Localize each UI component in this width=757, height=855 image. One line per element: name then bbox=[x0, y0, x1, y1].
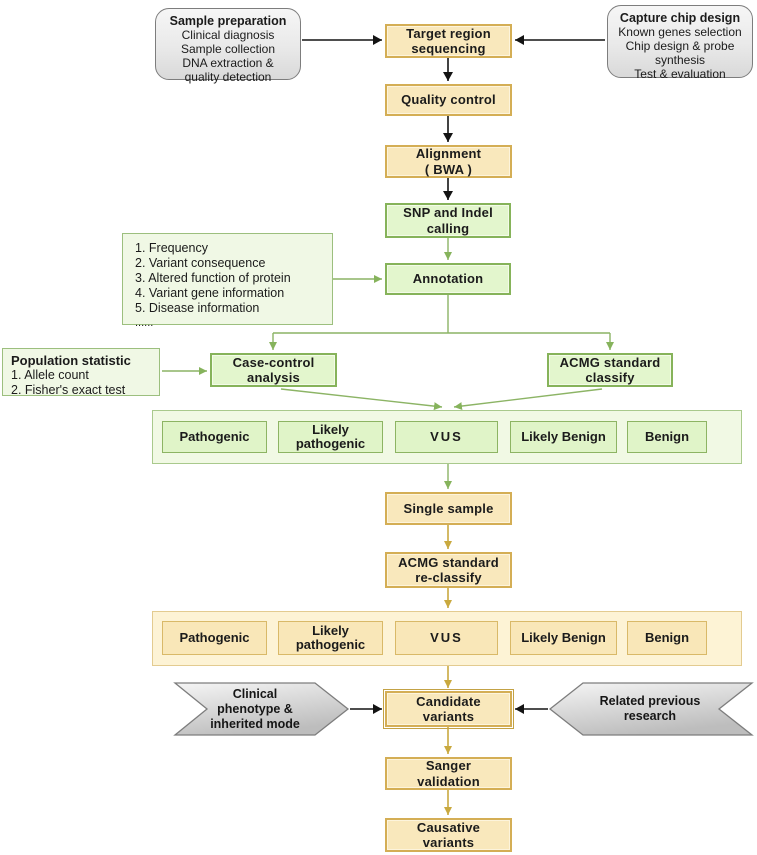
banner-shapes bbox=[173, 682, 754, 736]
sample-preparation-line: quality detection bbox=[184, 70, 272, 84]
annotation-criteria-line: 2. Variant consequence bbox=[135, 256, 266, 270]
class-green-vus: VUS bbox=[395, 421, 498, 453]
population-statistic-line: 1. Allele count bbox=[11, 368, 89, 382]
capture-chip-title: Capture chip design bbox=[619, 11, 741, 25]
node-acmg-standard-reclassify: ACMG standard re-classify bbox=[385, 552, 512, 588]
node-target-region-sequencing: Target region sequencing bbox=[385, 24, 512, 58]
class-yellow-likely-benign: Likely Benign bbox=[510, 621, 617, 655]
node-snp-indel-calling: SNP and Indel calling bbox=[385, 203, 511, 238]
node-alignment-bwa: Alignment ( BWA ) bbox=[385, 145, 512, 178]
annotation-criteria-line: 1. Frequency bbox=[135, 241, 208, 255]
annotation-criteria-box: 1. Frequency 2. Variant consequence 3. A… bbox=[122, 233, 333, 329]
class-yellow-pathogenic: Pathogenic bbox=[162, 621, 267, 655]
capture-chip-design-box: Capture chip design Known genes selectio… bbox=[607, 5, 753, 81]
clinical-banner-shape bbox=[173, 682, 350, 736]
annotation-criteria-line: 3. Altered function of protein bbox=[135, 271, 291, 285]
related-research-banner-label: Related previous research bbox=[599, 694, 701, 723]
capture-chip-line: Known genes selection bbox=[618, 25, 742, 39]
node-annotation: Annotation bbox=[385, 263, 511, 295]
clinical-phenotype-banner-label: Clinical phenotype & inherited mode bbox=[210, 686, 300, 731]
node-case-control-analysis: Case-control analysis bbox=[210, 353, 337, 387]
class-yellow-vus: VUS bbox=[395, 621, 498, 655]
sample-preparation-line: Sample collection bbox=[180, 42, 276, 56]
class-yellow-benign: Benign bbox=[627, 621, 707, 655]
node-sanger-validation: Sanger validation bbox=[385, 757, 512, 790]
node-acmg-standard-classify: ACMG standard classify bbox=[547, 353, 673, 387]
node-candidate-variants: Candidate variants bbox=[383, 689, 514, 729]
capture-chip-line: Test & evaluation bbox=[634, 67, 726, 81]
sample-preparation-line: Clinical diagnosis bbox=[181, 28, 275, 42]
sample-preparation-line: DNA extraction & bbox=[182, 56, 274, 70]
annotation-criteria-ellipsis: ...... bbox=[135, 317, 154, 329]
class-green-benign: Benign bbox=[627, 421, 707, 453]
population-statistic-box: Population statistic 1. Allele count 2. … bbox=[2, 348, 160, 397]
annotation-criteria-line: 5. Disease information bbox=[135, 301, 260, 315]
population-statistic-title: Population statistic bbox=[11, 353, 131, 368]
node-single-sample: Single sample bbox=[385, 492, 512, 525]
green-arrows bbox=[162, 238, 614, 489]
class-green-likely-benign: Likely Benign bbox=[510, 421, 617, 453]
capture-chip-line: Chip design & probe bbox=[625, 39, 735, 53]
population-statistic-line: 2. Fisher's exact test bbox=[11, 383, 126, 397]
sample-preparation-title: Sample preparation bbox=[169, 14, 287, 28]
black-arrows bbox=[302, 35, 605, 714]
node-quality-control: Quality control bbox=[385, 84, 512, 116]
related-banner-shape bbox=[548, 682, 754, 736]
node-causative-variants: Causative variants bbox=[385, 818, 512, 852]
class-green-pathogenic: Pathogenic bbox=[162, 421, 267, 453]
class-yellow-likely-pathogenic: Likely pathogenic bbox=[278, 621, 383, 655]
annotation-criteria-line: 4. Variant gene information bbox=[135, 286, 285, 300]
capture-chip-line: synthesis bbox=[654, 53, 706, 67]
class-green-likely-pathogenic: Likely pathogenic bbox=[278, 421, 383, 453]
sample-preparation-box: Sample preparation Clinical diagnosis Sa… bbox=[155, 8, 301, 84]
